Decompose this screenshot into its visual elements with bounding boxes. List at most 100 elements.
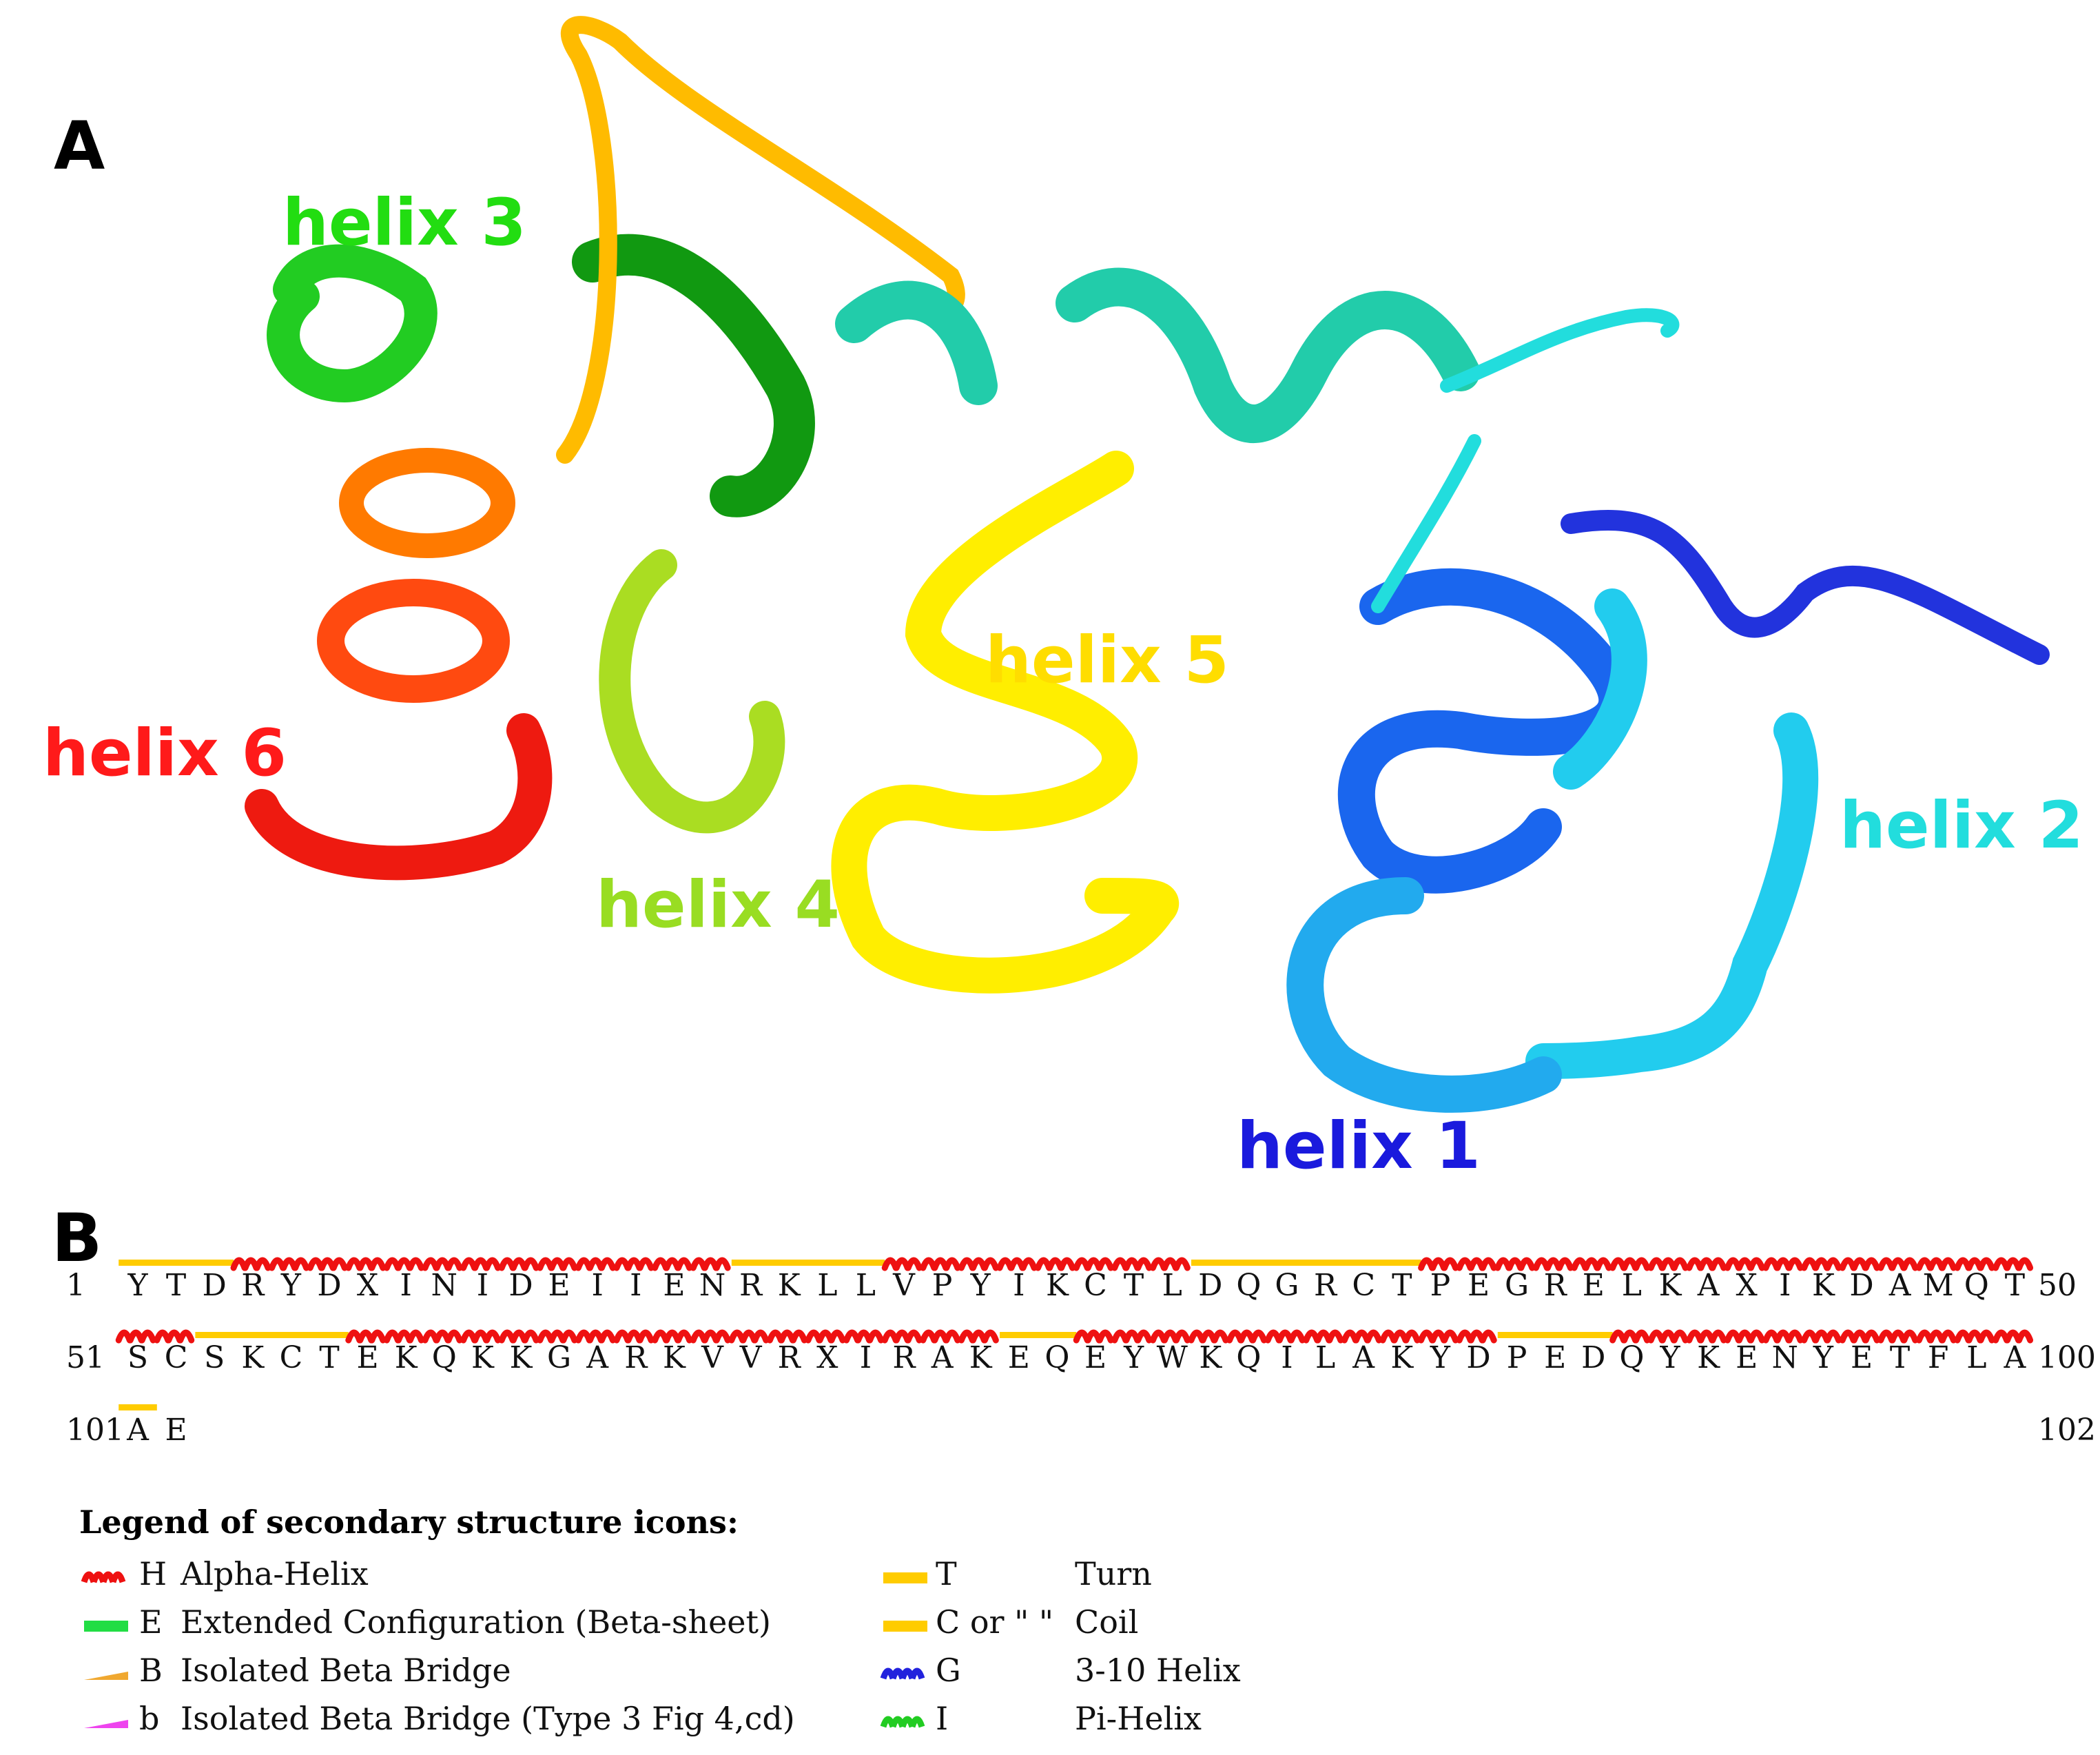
beta-bridge-type3-icon xyxy=(84,1720,128,1728)
sequence-start-number: 1 xyxy=(66,1268,85,1303)
residue: I xyxy=(860,1340,872,1375)
residue: L xyxy=(1162,1268,1182,1303)
legend-description: Extended Configuration (Beta-sheet) xyxy=(181,1603,771,1641)
residue: E xyxy=(548,1268,570,1303)
legend-code: C or " " xyxy=(936,1603,1053,1641)
residue: D xyxy=(203,1268,227,1303)
residue: D xyxy=(1466,1340,1490,1375)
residue: K xyxy=(1659,1268,1682,1303)
residue: Q xyxy=(432,1340,457,1375)
helix-segment xyxy=(115,1329,195,1344)
residue: X xyxy=(816,1340,838,1375)
legend-description: Isolated Beta Bridge (Type 3 Fig 4,cd) xyxy=(181,1700,795,1737)
coil-segment xyxy=(1191,1260,1421,1266)
sequence-start-number: 51 xyxy=(66,1340,105,1375)
panel-a-label: A xyxy=(54,107,105,185)
residue: Y xyxy=(127,1268,148,1303)
sequence-end-number: 50 xyxy=(2038,1268,2077,1303)
residue: T xyxy=(2005,1268,2025,1303)
helix-segment xyxy=(345,1329,999,1344)
residue: E xyxy=(1583,1268,1605,1303)
residue: I xyxy=(1281,1340,1293,1375)
residue: A xyxy=(2004,1340,2027,1375)
legend-code: I xyxy=(936,1700,948,1737)
residue: N xyxy=(431,1268,458,1303)
residue: D xyxy=(1849,1268,1873,1303)
residue: G xyxy=(547,1340,571,1375)
residue: C xyxy=(1352,1268,1375,1303)
residue: S xyxy=(127,1340,148,1375)
residue: L xyxy=(1315,1340,1335,1375)
residue: K xyxy=(471,1340,495,1375)
helix-6-label: helix 6 xyxy=(43,716,287,791)
panel-b-label: B xyxy=(52,1200,102,1277)
legend-description: Pi-Helix xyxy=(1075,1700,1202,1737)
residue: E xyxy=(1736,1340,1758,1375)
legend-code: b xyxy=(139,1700,159,1737)
residue: E xyxy=(1008,1340,1030,1375)
residue: I xyxy=(592,1268,604,1303)
coil-segment xyxy=(1497,1332,1613,1338)
residue: T xyxy=(1124,1268,1144,1303)
residue: M xyxy=(1923,1268,1954,1303)
residue: L xyxy=(817,1268,837,1303)
residue: V xyxy=(739,1340,763,1375)
residue: E xyxy=(1084,1340,1106,1375)
residue: K xyxy=(1812,1268,1835,1303)
residue: K xyxy=(778,1268,801,1303)
turn-icon xyxy=(883,1572,927,1583)
helix-1-label: helix 1 xyxy=(1237,1109,1481,1184)
residue: E xyxy=(663,1268,685,1303)
legend-description: Coil xyxy=(1075,1603,1138,1641)
residue: K xyxy=(969,1340,993,1375)
sequence-end-number: 102 xyxy=(2038,1413,2096,1448)
residue: R xyxy=(624,1340,648,1375)
residue: V xyxy=(892,1268,916,1303)
residue: A xyxy=(931,1340,954,1375)
residue: L xyxy=(1966,1340,1986,1375)
coil-segment xyxy=(119,1404,157,1410)
residue: Q xyxy=(1236,1340,1261,1375)
residue: D xyxy=(1198,1268,1222,1303)
residue: N xyxy=(699,1268,726,1303)
helix-2-label: helix 2 xyxy=(1840,788,2083,863)
sequence-end-number: 100 xyxy=(2038,1340,2096,1375)
residue: E xyxy=(1468,1268,1490,1303)
legend-description: 3-10 Helix xyxy=(1075,1652,1241,1689)
residue: K xyxy=(1697,1340,1720,1375)
helix-segment xyxy=(1609,1329,2034,1344)
residue: Y xyxy=(970,1268,991,1303)
residue: K xyxy=(1199,1340,1222,1375)
coil-segment xyxy=(731,1260,885,1266)
residue: T xyxy=(1392,1268,1412,1303)
residue: W xyxy=(1157,1340,1188,1375)
residue: Y xyxy=(1659,1340,1680,1375)
residue: P xyxy=(1507,1340,1527,1375)
residue: K xyxy=(1390,1340,1414,1375)
coil-icon xyxy=(883,1621,927,1632)
residue: R xyxy=(1544,1268,1568,1303)
legend-code: G xyxy=(936,1652,961,1689)
residue: Y xyxy=(1123,1340,1144,1375)
legend-code: B xyxy=(139,1652,163,1689)
residue: T xyxy=(319,1340,339,1375)
residue: I xyxy=(1779,1268,1791,1303)
protein-ribbon-diagram xyxy=(245,16,2050,1113)
residue: A xyxy=(1888,1268,1912,1303)
residue: D xyxy=(1581,1340,1605,1375)
residue: Y xyxy=(1813,1340,1834,1375)
residue: X xyxy=(357,1268,379,1303)
residue: E xyxy=(1544,1340,1566,1375)
residue: R xyxy=(739,1268,763,1303)
residue: C xyxy=(165,1340,188,1375)
residue: K xyxy=(241,1340,265,1375)
residue: A xyxy=(586,1340,609,1375)
residue: L xyxy=(856,1268,876,1303)
legend-title: Legend of secondary structure icons: xyxy=(79,1503,739,1541)
beta-sheet-icon xyxy=(84,1621,128,1632)
residue: G xyxy=(1275,1268,1299,1303)
residue: Q xyxy=(1236,1268,1261,1303)
residue: Q xyxy=(1619,1340,1644,1375)
